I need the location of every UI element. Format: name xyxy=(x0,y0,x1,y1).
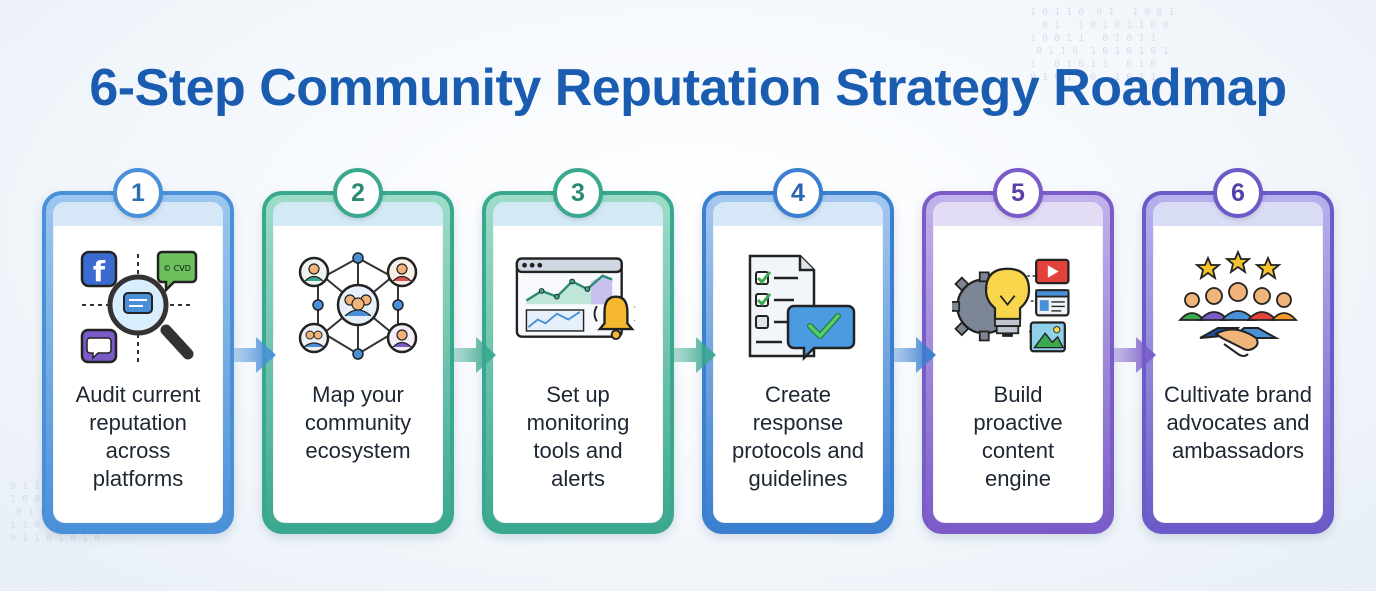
checklist-response-icon xyxy=(748,254,856,362)
step-label-6: Cultivate brand advocates and ambassador… xyxy=(1164,382,1312,463)
community-network-icon xyxy=(298,252,418,360)
chat-bubble-text: © CVD xyxy=(163,264,191,273)
step-label-2: Map your community ecosystem xyxy=(304,382,412,463)
arrow-right-icon xyxy=(670,337,716,373)
step-label-3: Set up monitoring tools and alerts xyxy=(526,382,630,491)
step-card-3 xyxy=(482,191,674,534)
step-card-5 xyxy=(922,191,1114,534)
social-audit-magnifier-icon: f © CVD xyxy=(80,250,198,364)
advocates-handshake-icon xyxy=(1178,250,1298,357)
step-number-badge-6: 6 xyxy=(1213,168,1263,218)
step-number-badge-5: 5 xyxy=(993,168,1043,218)
step-number-badge-3: 3 xyxy=(553,168,603,218)
step-number-badge-1: 1 xyxy=(113,168,163,218)
lightbulb-gear-content-icon xyxy=(952,258,1070,353)
arrow-right-icon xyxy=(890,337,936,373)
arrow-right-icon xyxy=(1110,337,1156,373)
svg-text:f: f xyxy=(93,255,106,288)
arrow-right-icon xyxy=(230,337,276,373)
step-label-1: Audit current reputation across platform… xyxy=(75,382,201,491)
step-number-badge-2: 2 xyxy=(333,168,383,218)
page-title: 6-Step Community Reputation Strategy Roa… xyxy=(89,59,1287,117)
step-label-5: Build proactive content engine xyxy=(973,382,1063,491)
step-label-4: Create response protocols and guidelines xyxy=(731,382,865,491)
arrow-right-icon xyxy=(450,337,496,373)
step-number-badge-4: 4 xyxy=(773,168,823,218)
background-binary-decoration: 1 0 1 1 0 0 1 1 0 0 1 0 1 1 0 1 0 1 1 0 … xyxy=(1030,7,1175,83)
monitoring-dashboard-bell-icon xyxy=(515,257,635,340)
